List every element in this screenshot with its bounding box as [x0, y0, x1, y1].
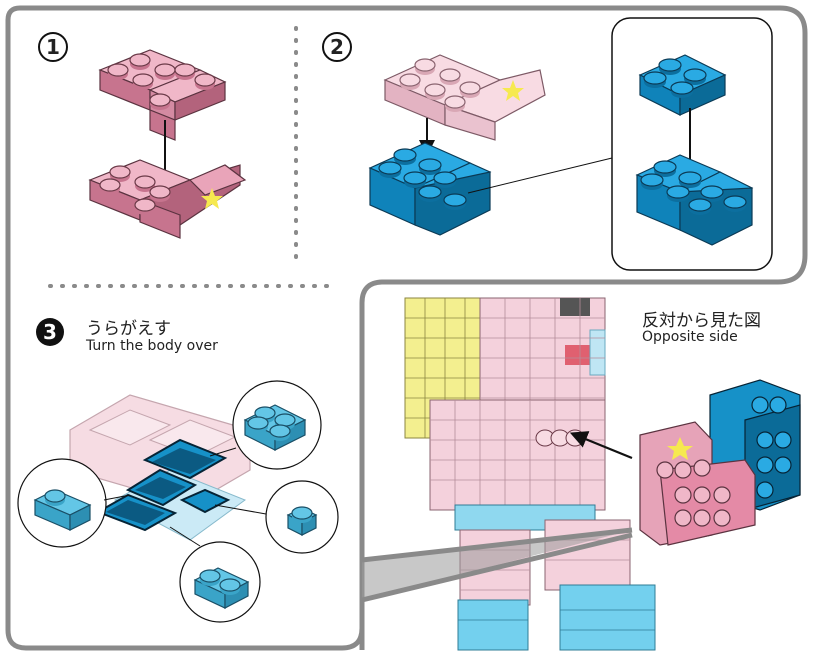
callout-circle-2x2	[232, 380, 322, 470]
inset-blue-l-block	[635, 154, 754, 246]
step3-title-en: Turn the body over	[86, 338, 218, 354]
step1-upper-pink-block	[98, 49, 227, 141]
opposite-label-en: Opposite side	[642, 329, 738, 345]
step2-number: 2	[330, 35, 344, 59]
step3-translucent-body	[69, 394, 251, 541]
step2-blue-block	[368, 142, 492, 236]
step1-lower-pink-block	[88, 159, 247, 239]
step2-star-icon	[502, 80, 524, 101]
opposite-side-block	[639, 379, 801, 546]
step1-number-badge	[38, 32, 68, 62]
character-figure	[404, 297, 656, 651]
step2-number-badge	[322, 32, 352, 62]
callout-circle-1x1	[265, 480, 339, 554]
step1-star-icon	[201, 188, 223, 209]
opposite-label-ja: 反対から見た図	[642, 311, 761, 331]
callout-line	[467, 157, 613, 194]
step2-light-pink-block	[383, 54, 546, 141]
opposite-star-icon	[667, 437, 693, 460]
top-frame	[5, 5, 808, 651]
left-arrow-icon	[569, 431, 633, 460]
step3-dark-blue-recessed-parts	[95, 438, 231, 532]
step1-number: 1	[46, 35, 60, 59]
callout-circle-1x2-bottom	[179, 541, 261, 623]
inset-blue-plate-top	[638, 54, 727, 116]
step3-number: 3	[36, 318, 64, 346]
callout-circle-1x2-left	[17, 458, 107, 548]
step3-title-ja: うらがえす	[86, 319, 171, 339]
